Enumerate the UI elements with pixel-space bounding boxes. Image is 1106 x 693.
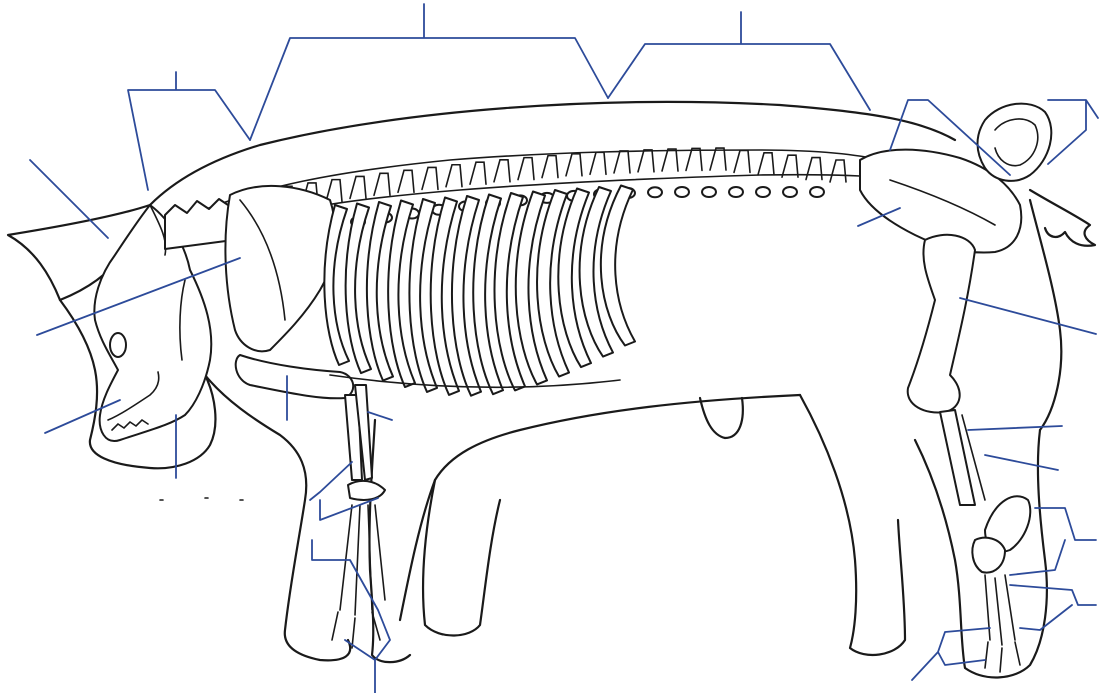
vertebral-body <box>729 187 743 197</box>
spinous-process <box>494 160 510 182</box>
vertebral-body <box>648 187 662 197</box>
stray-marks <box>160 498 243 500</box>
spinous-process <box>830 160 846 182</box>
leader-metatarsus <box>1010 585 1096 630</box>
leader-femur <box>960 298 1096 334</box>
leader-carpus <box>310 462 352 500</box>
spinous-process <box>566 154 582 176</box>
vertebral-body <box>810 187 824 197</box>
sheath-outline <box>700 398 743 438</box>
femur <box>908 235 975 413</box>
tarsals <box>972 538 1005 573</box>
rump-outline <box>1030 200 1061 430</box>
vertebral-body <box>702 187 716 197</box>
vertebral-body <box>783 187 797 197</box>
spinous-process <box>518 158 534 180</box>
spinous-process <box>542 156 558 178</box>
leader-hind-phalanges <box>912 628 990 680</box>
spinous-process <box>446 165 462 187</box>
spinous-process <box>710 148 726 170</box>
leader-lumbar <box>608 12 870 110</box>
spinous-process <box>758 153 774 175</box>
spinous-process <box>686 148 702 170</box>
spinous-process <box>638 150 654 172</box>
leader-patella <box>968 426 1062 430</box>
spinous-process <box>614 151 630 173</box>
rib <box>601 186 635 346</box>
humerus <box>236 355 354 398</box>
spinous-process <box>734 150 750 172</box>
caudal-vertebrae <box>978 104 1052 181</box>
leader-front-phalanges-bracket <box>312 540 390 693</box>
leader-tibia-fibula <box>985 455 1058 470</box>
orbit <box>110 333 126 357</box>
spinous-process <box>422 167 438 189</box>
spinous-process <box>470 162 486 184</box>
hindlimb-bones <box>860 150 1030 672</box>
spinous-process <box>662 149 678 171</box>
leader-caudal <box>1048 100 1098 164</box>
spinous-process <box>590 152 606 174</box>
far-front-leg-outline <box>423 480 500 636</box>
spinous-process <box>374 173 390 195</box>
spinous-process <box>398 170 414 192</box>
hind-phalanges <box>985 642 1020 672</box>
spinous-process <box>806 158 822 180</box>
scapula <box>225 186 335 351</box>
tail-loop-bone <box>978 104 1052 181</box>
rib-cage <box>324 186 635 396</box>
leader-radius-ulna <box>368 412 392 420</box>
vertebral-body <box>756 187 770 197</box>
spinous-process <box>350 176 366 198</box>
far-hind-leg-outline <box>800 395 905 655</box>
leader-cervical <box>128 72 250 190</box>
leader-skull-top <box>30 160 108 238</box>
leader-thoracic <box>250 4 608 140</box>
vertebral-body <box>675 187 689 197</box>
tibia <box>940 410 975 505</box>
carpals <box>348 481 385 500</box>
